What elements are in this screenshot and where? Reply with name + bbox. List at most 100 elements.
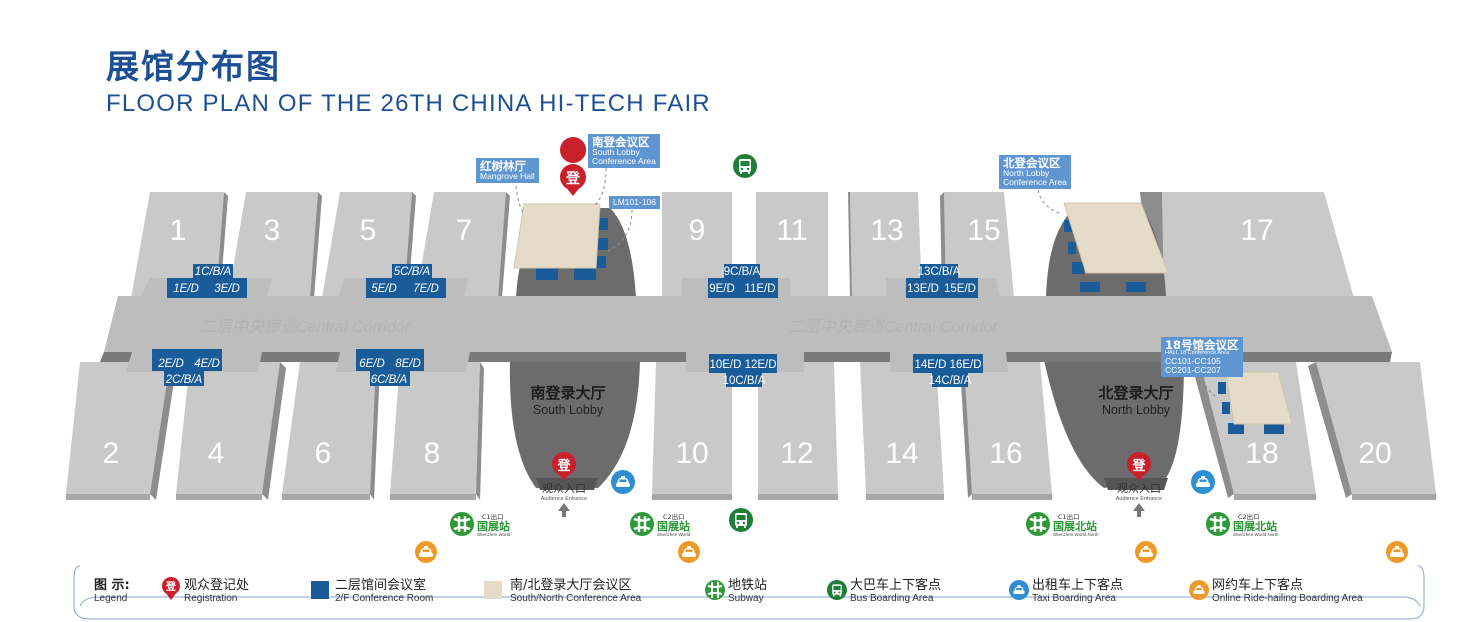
hall18-conference-area[interactable] bbox=[1225, 371, 1293, 425]
hall-18[interactable]: 18 bbox=[1192, 362, 1316, 500]
bus-icon bbox=[739, 159, 751, 174]
room-label: 3E/D bbox=[214, 283, 240, 295]
callout-en: Conference Area bbox=[1003, 176, 1067, 187]
ridehail-stop-1[interactable] bbox=[415, 541, 437, 563]
hall-5[interactable]: 5 bbox=[322, 192, 416, 298]
metro-south-c2[interactable]: C2出口 国展站 Shenzhen World bbox=[630, 512, 691, 537]
callout-south-conference[interactable]: 南登会议区 South Lobby Conference Area bbox=[588, 134, 660, 168]
bus-stop-top[interactable] bbox=[733, 154, 757, 178]
lobby-conference-room[interactable] bbox=[598, 238, 608, 250]
hall-17[interactable]: 17 bbox=[1140, 192, 1354, 298]
hall18-conference-room[interactable] bbox=[1218, 382, 1226, 394]
conf-block-14[interactable]: 14E/D 16E/D 14C/B/A bbox=[913, 354, 983, 387]
ridehail-stop-2[interactable] bbox=[678, 541, 700, 563]
hall-13[interactable]: 13 bbox=[848, 192, 922, 298]
callout-en: South Lobby bbox=[592, 147, 640, 158]
hall18-conference-room[interactable] bbox=[1222, 402, 1230, 414]
conf-block-2[interactable]: 2E/D 4E/D 2C/B/A bbox=[152, 349, 222, 386]
metro-south-c1[interactable]: C1出口 国展站 Shenzhen World bbox=[450, 512, 511, 537]
legend-item-conference-room: 二层馆间会议室 2/F Conference Room bbox=[311, 574, 433, 604]
legend-title: 图 示: Legend bbox=[94, 574, 130, 604]
ridehail-stop-4[interactable] bbox=[1386, 541, 1408, 563]
hall-20[interactable]: 20 bbox=[1308, 362, 1436, 500]
entrance-label-cn: 观众入口 bbox=[542, 482, 586, 495]
legend-label-en: South/North Conference Area bbox=[510, 593, 642, 604]
south-lobby-conference-area[interactable] bbox=[513, 203, 601, 269]
registration-marker-north[interactable]: 登 bbox=[1127, 452, 1151, 481]
page-title-cn: 展馆分布图 bbox=[106, 47, 281, 86]
south-lobby[interactable]: 南登录大厅 South Lobby bbox=[509, 360, 640, 490]
lobby-conference-room[interactable] bbox=[574, 268, 596, 280]
conf-block-9[interactable]: 9C/B/A 9E/D 11E/D bbox=[708, 264, 778, 298]
hall-4[interactable]: 4 bbox=[176, 362, 286, 500]
conf-block-10[interactable]: 10E/D 12E/D 10C/B/A bbox=[709, 354, 777, 387]
taxi-stop-north[interactable] bbox=[1191, 470, 1215, 494]
arrow-up-icon bbox=[1133, 503, 1145, 517]
entrance-label-cn: 观众入口 bbox=[1117, 482, 1161, 495]
lobby-conference-room[interactable] bbox=[536, 268, 558, 280]
hall18-conference-room[interactable] bbox=[1228, 423, 1244, 434]
hall-3[interactable]: 3 bbox=[228, 192, 322, 298]
room-label: 2E/D bbox=[157, 358, 184, 370]
hall-16[interactable]: 16 bbox=[960, 362, 1052, 500]
registration-glyph: 登 bbox=[556, 458, 571, 474]
metro-name-cn: 国展北站 bbox=[1233, 519, 1277, 533]
hall-8[interactable]: 8 bbox=[390, 362, 484, 500]
metro-north-c1[interactable]: C1出口 国展北站 Shenzhen World North bbox=[1026, 512, 1099, 537]
conf-block-1[interactable]: 1C/B/A 1E/D 3E/D bbox=[167, 264, 247, 298]
north-lobby[interactable]: 北登录大厅 North Lobby bbox=[1044, 360, 1184, 490]
taxi-icon bbox=[1009, 580, 1029, 600]
north-lobby-label-en: North Lobby bbox=[1102, 403, 1171, 417]
hall-number: 20 bbox=[1358, 437, 1391, 470]
hall-number: 10 bbox=[675, 437, 708, 470]
callout-lm-rooms[interactable]: LM101-106 bbox=[609, 196, 661, 209]
audience-entrance-north[interactable]: 观众入口 Audience Entrance bbox=[1116, 482, 1162, 517]
room-label: 4E/D bbox=[194, 358, 220, 370]
hall-10[interactable]: 10 bbox=[652, 362, 732, 500]
ridehail-stop-3[interactable] bbox=[1135, 541, 1157, 563]
hall-6[interactable]: 6 bbox=[282, 362, 380, 500]
legend-item-ride-hailing: 网约车上下客点 Online Ride-hailing Boarding Are… bbox=[1188, 574, 1363, 604]
audience-entrance-south[interactable]: 观众入口 Audience Entrance bbox=[541, 482, 587, 517]
registration-marker-south[interactable]: 登 bbox=[552, 452, 576, 481]
callout-north-conference[interactable]: 北登会议区 North Lobby Conference Area bbox=[999, 155, 1071, 189]
lobby-conference-room[interactable] bbox=[1126, 282, 1146, 292]
room-label: 13E/D bbox=[907, 283, 939, 295]
legend-label-en: 2/F Conference Room bbox=[335, 593, 434, 604]
lobby-conference-room[interactable] bbox=[1064, 220, 1072, 232]
registration-glyph: 登 bbox=[565, 170, 581, 187]
hall18-conference-room[interactable] bbox=[1264, 423, 1284, 434]
legend-title-cn: 图 示: bbox=[94, 578, 130, 593]
callout-en: Conference Area bbox=[592, 155, 656, 166]
lobby-conference-room[interactable] bbox=[1068, 242, 1076, 254]
legend-label-en: Bus Boarding Area bbox=[850, 593, 934, 604]
svg-text:登: 登 bbox=[165, 580, 177, 593]
hall-12[interactable]: 12 bbox=[758, 362, 838, 500]
lobby-conference-room[interactable] bbox=[1080, 282, 1100, 292]
hall-number: 11 bbox=[776, 214, 807, 247]
bus-stop-bottom[interactable] bbox=[729, 508, 753, 532]
lobby-conference-room[interactable] bbox=[596, 256, 606, 268]
registration-marker-south-top[interactable]: 登 bbox=[560, 137, 587, 196]
conf-block-5[interactable]: 5C/B/A 5E/D 7E/D bbox=[366, 264, 446, 298]
conf-block-13[interactable]: 13C/B/A 13E/D 15E/D bbox=[906, 264, 978, 298]
north-lobby-conference-area[interactable] bbox=[1063, 202, 1169, 274]
metro-north-c2[interactable]: C2出口 国展北站 Shenzhen World North bbox=[1206, 512, 1279, 537]
metro-name-en: Shenzhen World North bbox=[1233, 532, 1279, 537]
hall-7[interactable]: 7 bbox=[416, 192, 510, 298]
lobby-conference-room[interactable] bbox=[1072, 262, 1084, 274]
room-label: 10E/D 12E/D bbox=[709, 359, 776, 371]
lobby-conference-room[interactable] bbox=[598, 218, 608, 230]
conf-block-6[interactable]: 6E/D 8E/D 6C/B/A bbox=[356, 349, 424, 386]
callout-cn: 南登会议区 bbox=[592, 135, 650, 149]
callout-hall18-conference[interactable]: 18号馆会议区 HALL 18 Conference Area CC101-CC… bbox=[1161, 337, 1243, 377]
hall-number: 4 bbox=[208, 437, 225, 470]
hall-14[interactable]: 14 bbox=[860, 362, 944, 500]
legend-title-en: Legend bbox=[94, 593, 128, 604]
taxi-stop-south[interactable] bbox=[611, 470, 635, 494]
callout-mangrove-hall[interactable]: 红树林厅 Mangrove Hall bbox=[476, 158, 539, 183]
hall-15[interactable]: 15 bbox=[940, 192, 1014, 298]
room-label: 13C/B/A bbox=[918, 266, 961, 278]
hall-2[interactable]: 2 bbox=[66, 362, 176, 500]
callout-en: HALL 18 Conference Area bbox=[1165, 350, 1230, 357]
